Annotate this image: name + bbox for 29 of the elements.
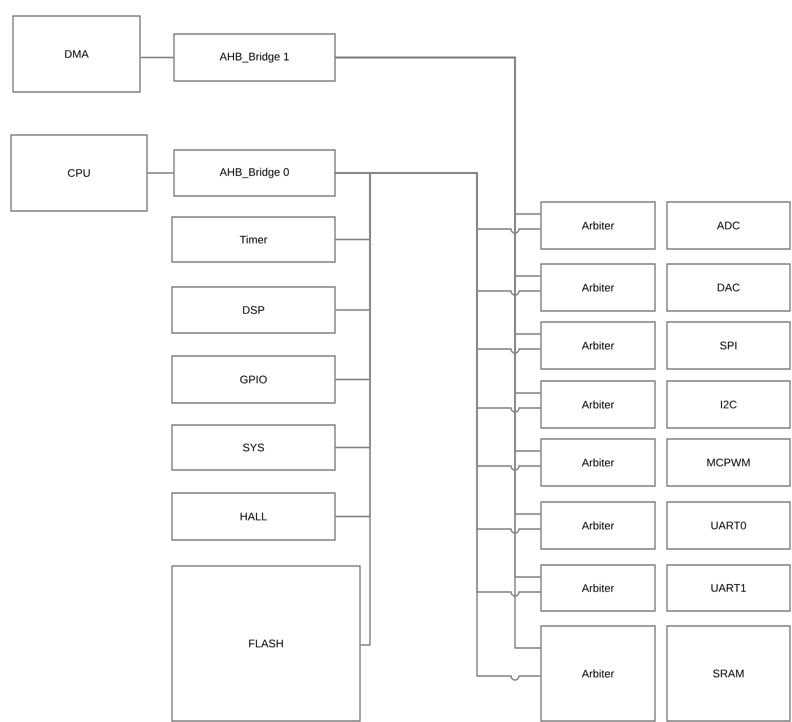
block-box: ADC (666, 201, 791, 250)
arbiter-box: Arbiter (540, 263, 656, 312)
arbiter-box: Arbiter (540, 501, 656, 550)
connector-line (336, 172, 540, 681)
block-box: SPI (666, 321, 791, 370)
connector-line (148, 172, 174, 174)
arbiter-box: Arbiter (540, 201, 656, 250)
block-box: Timer (171, 216, 336, 263)
arbiter-box: Arbiter (540, 380, 656, 429)
block-box: DAC (666, 263, 791, 312)
bridge-box: AHB_Bridge 0 (173, 149, 336, 197)
arbiter-box: Arbiter (540, 321, 656, 370)
block-box: HALL (171, 492, 336, 541)
block-box: FLASH (171, 565, 361, 722)
connector-line (140, 56, 174, 58)
block-box: SYS (171, 424, 336, 471)
bridge-box: AHB_Bridge 1 (173, 33, 336, 82)
block-box: MCPWM (666, 438, 791, 487)
block-box: I2C (666, 380, 791, 429)
block-box: DMA (12, 15, 141, 93)
block-box: SRAM (666, 625, 791, 722)
block-box: UART1 (666, 564, 791, 612)
block-box: GPIO (171, 355, 336, 404)
block-box: CPU (10, 134, 148, 212)
block-box: DSP (171, 286, 336, 334)
arbiter-box: Arbiter (540, 625, 656, 722)
arbiter-box: Arbiter (540, 438, 656, 487)
block-box: UART0 (666, 501, 791, 550)
arbiter-box: Arbiter (540, 564, 656, 612)
